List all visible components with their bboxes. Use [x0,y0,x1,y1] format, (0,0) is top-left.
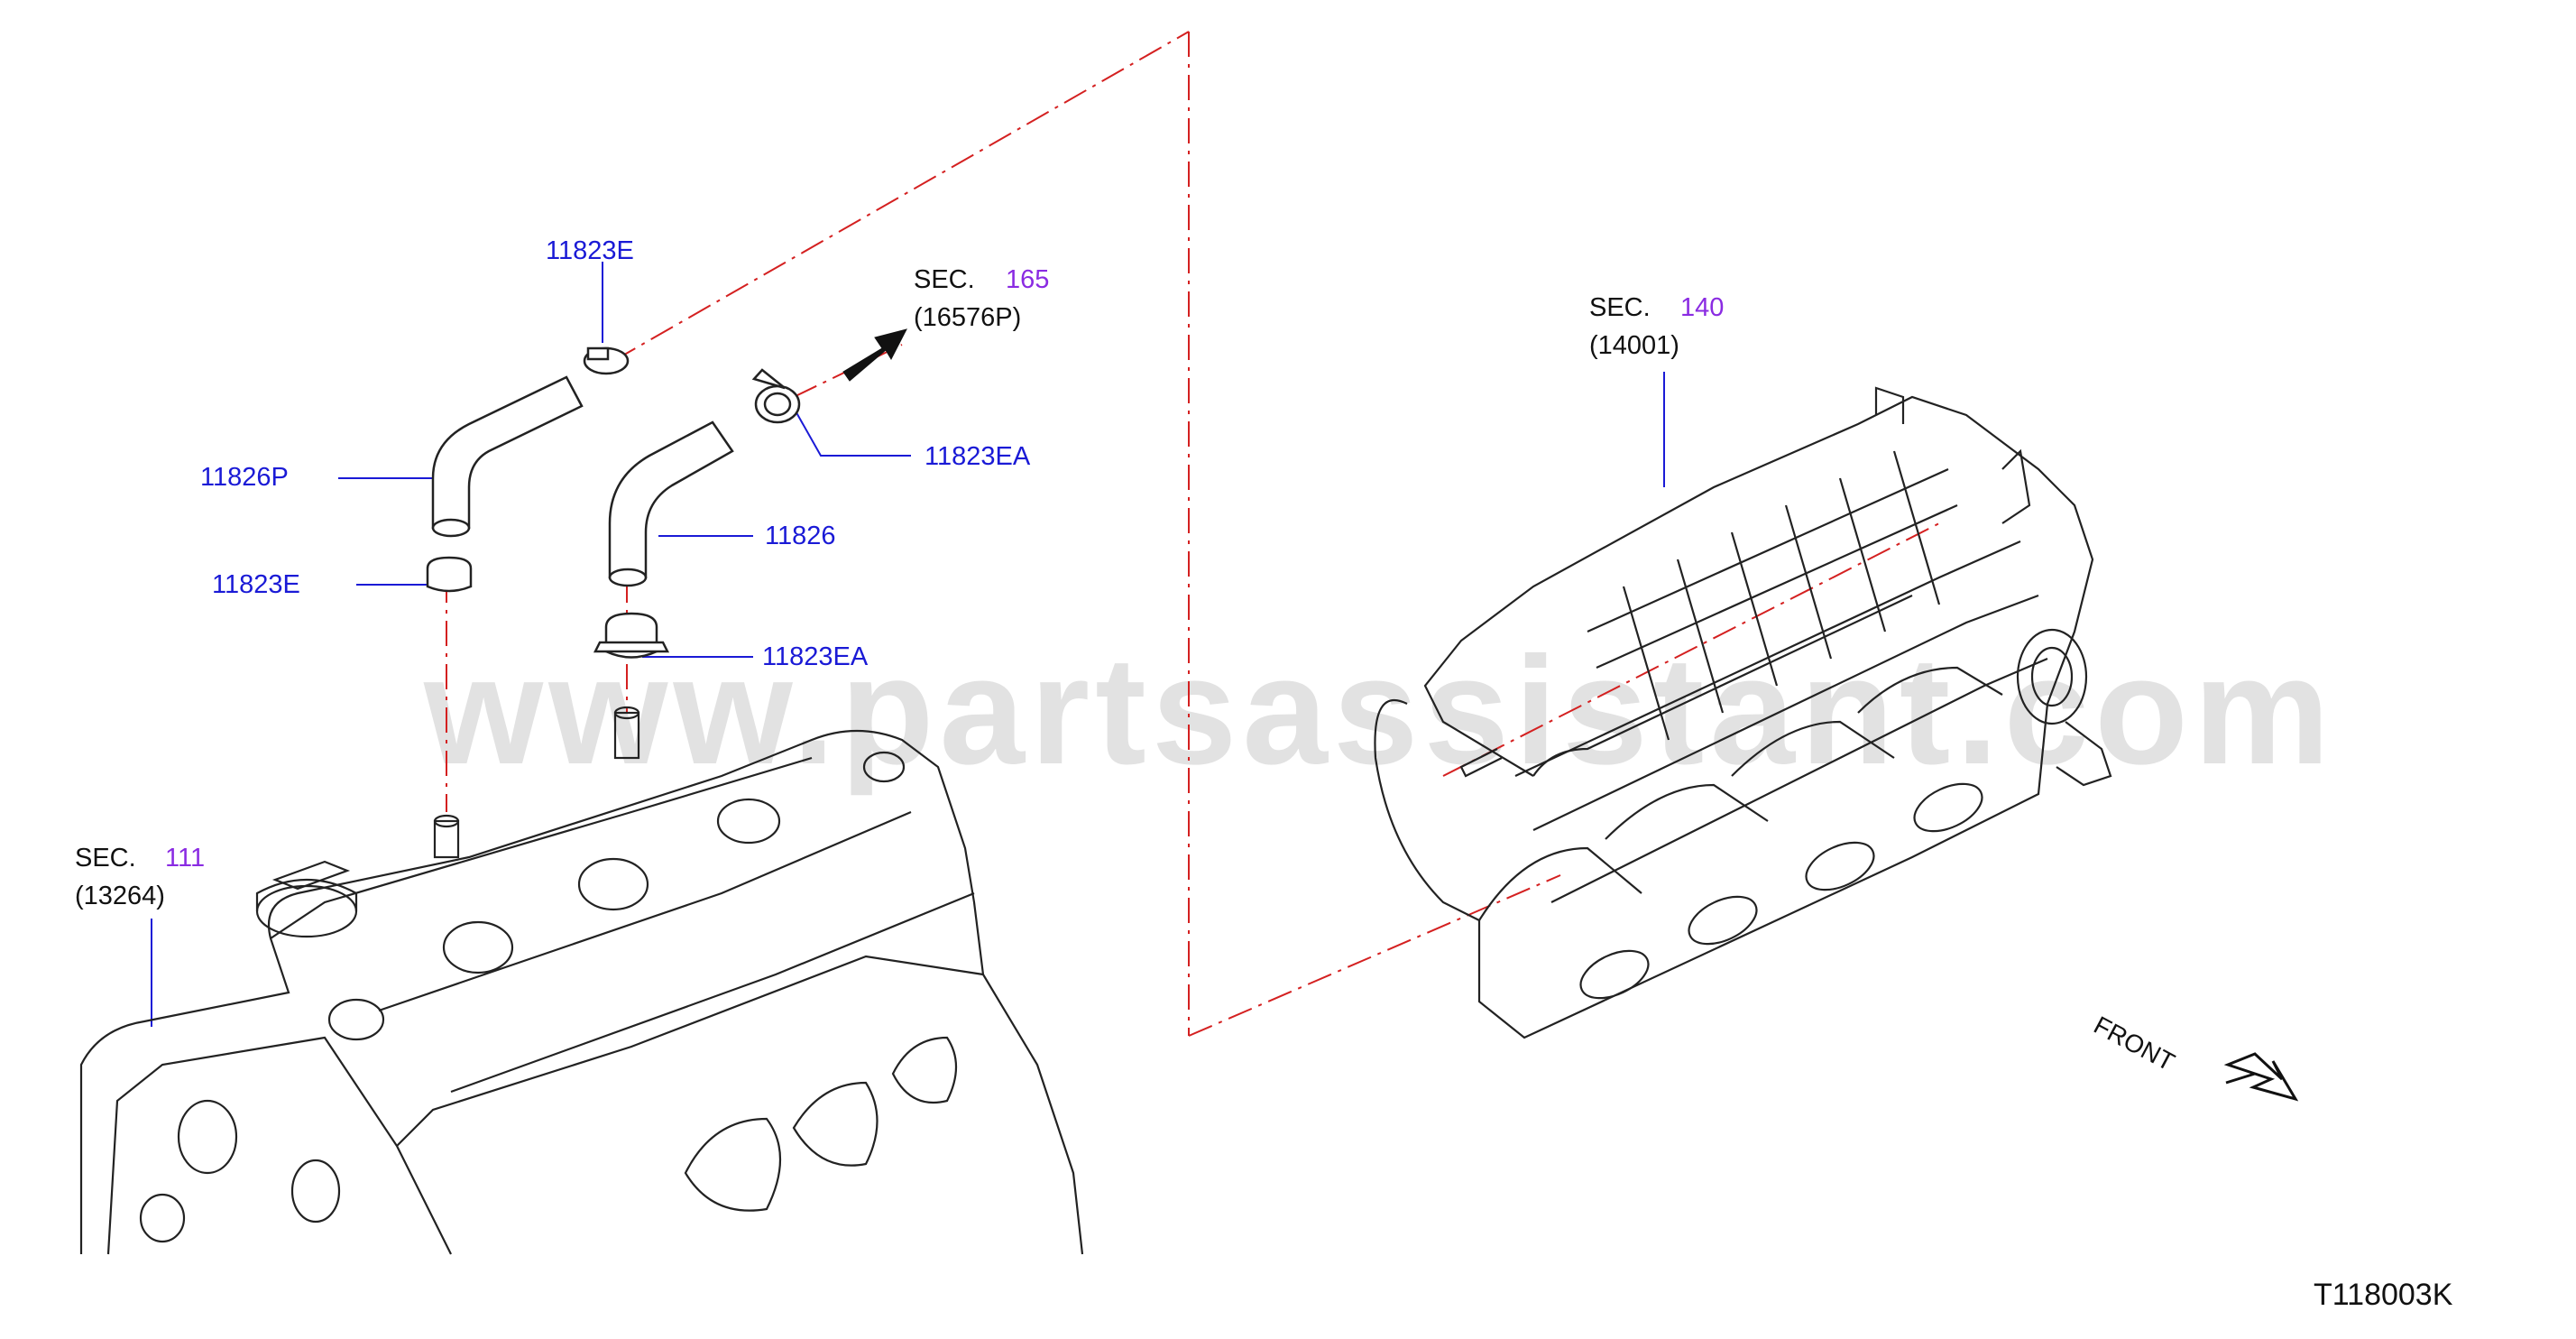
arrow-to-sec-165 [842,328,907,382]
hose-right-drawing [608,420,734,579]
part-number-11823e-bottom[interactable]: 11823E [212,570,300,599]
part-number-11826[interactable]: 11826 [765,522,836,550]
center-line-manifold [1188,874,1561,1037]
sec-165-prefix: SEC. [914,265,975,294]
sec-140-number[interactable]: 140 [1680,293,1725,322]
sec-111-prefix: SEC. [75,844,136,873]
sec-165-ref: (16576P) [914,303,1022,332]
center-line-top [612,31,1190,362]
leader-lines [151,262,1665,1027]
clamp-bottom-left-drawing [426,556,473,593]
center-lines [446,31,1940,1037]
sec-140-ref: (14001) [1589,331,1679,360]
sec-140-prefix: SEC. [1589,293,1651,322]
part-number-11823ea-bottom[interactable]: 11823EA [762,642,869,671]
hose-assembly [426,346,801,659]
part-number-11823e-top[interactable]: 11823E [546,236,634,265]
part-number-11823ea-top[interactable]: 11823EA [925,442,1031,471]
part-number-11826p[interactable]: 11826P [200,463,289,492]
diagram-code: T118003K [2314,1278,2453,1312]
hose-left-drawing [431,375,584,530]
front-arrow-drawing [2223,1052,2299,1102]
intake-manifold-drawing [1374,386,2112,1039]
sec-111-number[interactable]: 111 [165,844,206,873]
sec-165-number[interactable]: 165 [1006,265,1050,294]
sec-111-ref: (13264) [75,882,165,910]
center-line-pcv [1442,522,1940,777]
cylinder-head-drawing [79,706,1084,1255]
